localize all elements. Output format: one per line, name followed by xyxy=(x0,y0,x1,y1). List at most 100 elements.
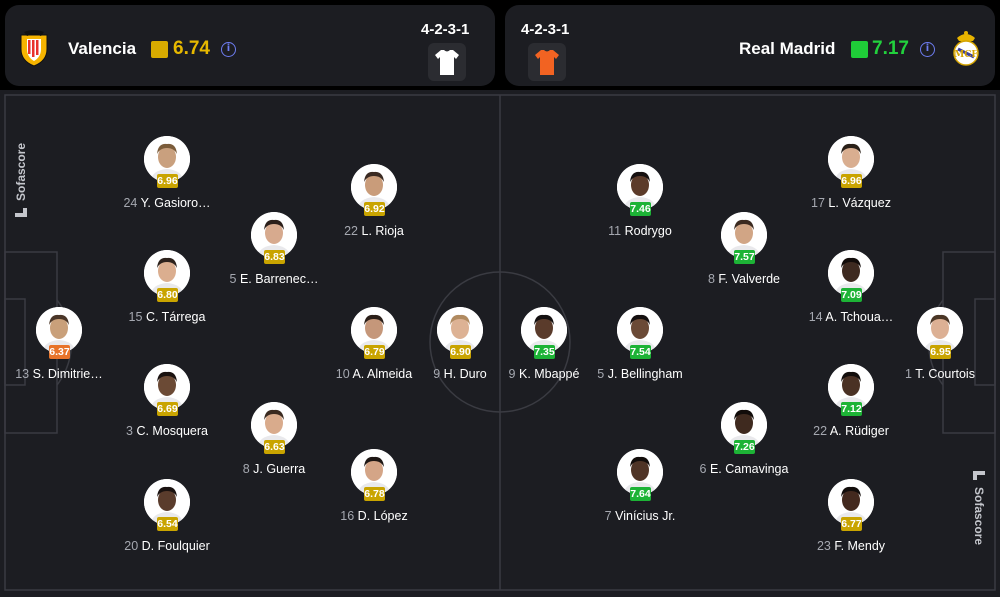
player-name: Y. Gasioro… xyxy=(140,196,211,210)
sofascore-text: Sofascore xyxy=(14,142,28,201)
player-number: 17 xyxy=(811,196,829,210)
player-name: L. Vázquez xyxy=(828,196,891,210)
player-rating-badge: 6.80 xyxy=(157,288,178,302)
player-name: C. Mosquera xyxy=(136,424,208,438)
player-name: J. Bellingham xyxy=(607,367,683,381)
sofascore-watermark-left: Sofascore xyxy=(14,143,28,218)
player-name: Rodrygo xyxy=(624,224,672,238)
valencia-bat-crest-icon xyxy=(17,29,51,67)
player-name: T. Courtois xyxy=(915,367,975,381)
player-card[interactable]: 7.54 5 J. Bellingham xyxy=(575,307,705,397)
player-rating-badge: 6.83 xyxy=(264,250,285,264)
player-name: D. Foulquier xyxy=(141,539,210,553)
player-number: 11 xyxy=(608,224,625,238)
player-name-label: 14 A. Tchoua… xyxy=(776,310,926,324)
sofascore-watermark-right: Sofascore xyxy=(972,470,986,545)
player-name: E. Barrenec… xyxy=(239,272,319,286)
player-number: 23 xyxy=(816,539,835,553)
player-name: E. Camavinga xyxy=(709,462,789,476)
away-formation: 4-2-3-1 xyxy=(521,21,570,38)
player-rating-badge: 7.09 xyxy=(841,288,862,302)
player-card[interactable]: 6.54 20 D. Foulquier xyxy=(102,479,232,569)
player-name-label: 6 E. Camavinga xyxy=(669,462,819,476)
away-info-icon[interactable]: i xyxy=(920,42,935,57)
player-name-label: 7 Vinícius Jr. xyxy=(565,509,715,523)
player-number: 8 xyxy=(242,462,254,476)
white-shirt-icon xyxy=(435,50,459,75)
home-info-icon[interactable]: i xyxy=(221,42,236,57)
player-name: L. Rioja xyxy=(361,224,404,238)
home-team-rating: 6.74 xyxy=(173,38,210,59)
player-number: 20 xyxy=(124,539,142,553)
away-team-name[interactable]: Real Madrid xyxy=(739,39,836,58)
player-card[interactable]: 6.95 1 T. Courtois xyxy=(875,307,1000,397)
player-name-label: 15 C. Tárrega xyxy=(92,310,242,324)
player-rating-badge: 6.54 xyxy=(157,517,178,531)
player-rating-badge: 6.77 xyxy=(841,517,862,531)
player-rating-badge: 6.78 xyxy=(364,487,385,501)
away-team-header: 4-2-3-1 Real Madrid 7.17 i MCF xyxy=(505,5,995,86)
player-rating-badge: 6.95 xyxy=(930,345,951,359)
away-team-rating: 7.17 xyxy=(872,38,909,59)
player-name-label: 22 A. Rüdiger xyxy=(776,424,926,438)
player-number: 14 xyxy=(808,310,826,324)
player-name: Vinícius Jr. xyxy=(615,509,676,523)
player-name-label: 1 T. Courtois xyxy=(865,367,1000,381)
player-name-label: 8 F. Valverde xyxy=(669,272,819,286)
player-rating-badge: 6.90 xyxy=(450,345,471,359)
player-rating-badge: 7.54 xyxy=(630,345,651,359)
player-name-label: 9 H. Duro xyxy=(385,367,535,381)
player-rating-badge: 6.92 xyxy=(364,202,385,216)
player-number: 22 xyxy=(344,224,362,238)
player-name-label: 5 J. Bellingham xyxy=(565,367,715,381)
player-number: 13 xyxy=(15,367,33,381)
player-card[interactable]: 7.46 11 Rodrygo xyxy=(575,164,705,254)
player-rating-badge: 7.26 xyxy=(734,440,755,454)
player-number: 5 xyxy=(597,367,608,381)
player-rating-badge: 7.35 xyxy=(534,345,555,359)
player-rating-badge: 6.63 xyxy=(264,440,285,454)
player-number: 9 xyxy=(508,367,519,381)
player-rating-badge: 6.37 xyxy=(49,345,70,359)
player-name: A. Almeida xyxy=(352,367,413,381)
player-number: 7 xyxy=(604,509,616,523)
player-rating-badge: 7.12 xyxy=(841,402,862,416)
player-number: 9 xyxy=(433,367,444,381)
real-madrid-crest-icon: MCF xyxy=(949,29,983,67)
player-name-label: 3 C. Mosquera xyxy=(92,424,242,438)
home-kit-button[interactable] xyxy=(428,43,466,81)
player-name-label: 17 L. Vázquez xyxy=(776,196,926,210)
player-name-label: 11 Rodrygo xyxy=(565,224,715,238)
player-name-label: 23 F. Mendy xyxy=(776,539,926,553)
player-number: 15 xyxy=(128,310,146,324)
home-team-name[interactable]: Valencia xyxy=(68,39,137,58)
sofascore-logo-icon xyxy=(973,471,985,480)
player-number: 10 xyxy=(335,367,353,381)
player-number: 3 xyxy=(126,424,137,438)
sofascore-logo-icon xyxy=(15,208,27,217)
player-avatar xyxy=(351,449,397,495)
player-name-label: 10 A. Almeida xyxy=(299,367,449,381)
player-name-label: 22 L. Rioja xyxy=(299,224,449,238)
away-kit-button[interactable] xyxy=(528,43,566,81)
player-rating-badge: 7.46 xyxy=(630,202,651,216)
player-number: 1 xyxy=(905,367,916,381)
